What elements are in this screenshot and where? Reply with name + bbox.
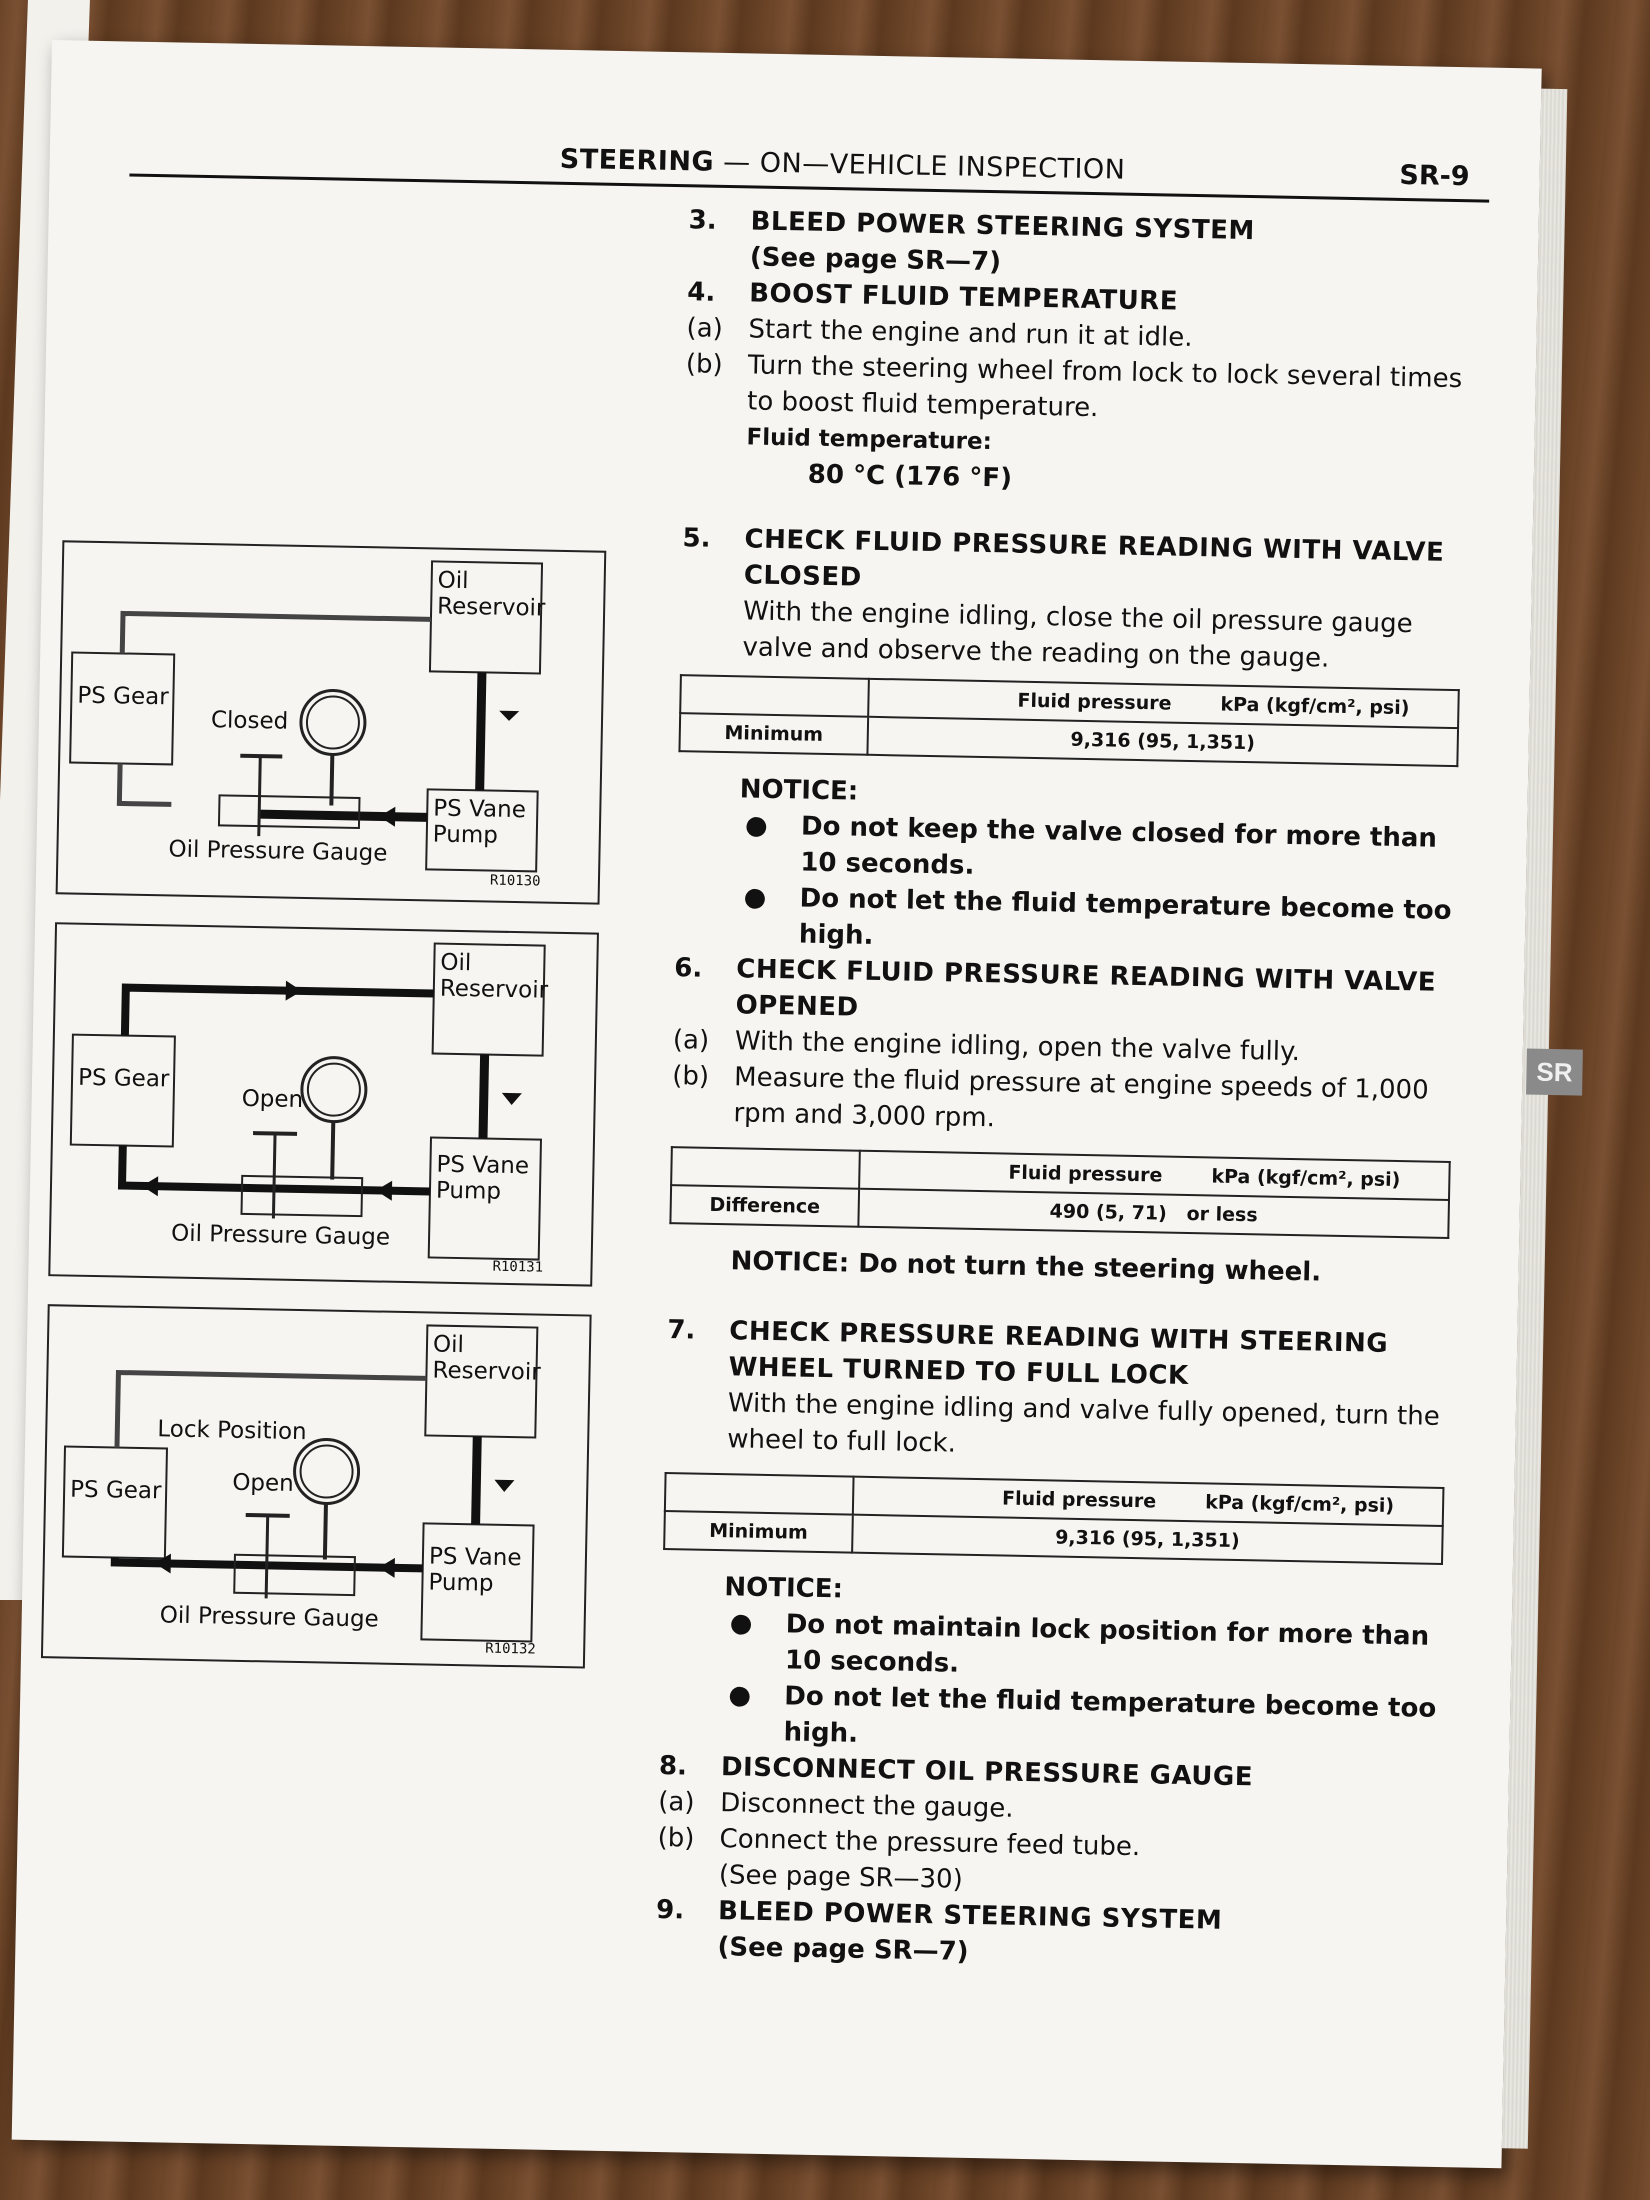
figure-code: R10130 bbox=[489, 872, 541, 890]
bullet-dot: ● bbox=[729, 1608, 753, 1639]
header-subtitle: ON—VEHICLE INSPECTION bbox=[759, 147, 1126, 186]
step-number: 3. bbox=[688, 205, 717, 236]
valve-state-label: Open bbox=[241, 1085, 304, 1114]
step-number: 9. bbox=[655, 1894, 685, 1926]
header-section: STEERING bbox=[559, 143, 715, 178]
manual-page: SR STEERING — ON—VEHICLE INSPECTION SR-9 bbox=[11, 40, 1583, 2169]
hydraulic-diagram-3 bbox=[61, 1324, 539, 1643]
valve-state-label: Closed bbox=[210, 707, 289, 735]
table-header-label: Fluid pressure bbox=[1008, 1161, 1163, 1187]
notice-text: NOTICE: Do not turn the steering wheel. bbox=[730, 1246, 1322, 1288]
step-text: With the engine idling, close the oil pr… bbox=[742, 596, 1413, 674]
table-row-label: Difference bbox=[670, 1185, 860, 1227]
bullet-text: Do not let the fluid temperature become … bbox=[798, 883, 1452, 951]
hydraulic-diagram-1 bbox=[69, 560, 544, 873]
step-5: 5. CHECK FLUID PRESSURE READING WITH VAL… bbox=[680, 520, 1483, 679]
figure-full-lock: Oil Reservoir Lock Position PS Gear Open… bbox=[40, 1304, 592, 1669]
substep-label: (b) bbox=[685, 349, 723, 380]
substep-text: Measure the fluid pressure at engine spe… bbox=[733, 1062, 1429, 1134]
spec-table: Fluid pressure kPa (kgf/cm², psi) Minimum… bbox=[663, 1472, 1444, 1565]
table-header-units: kPa (kgf/cm², psi) bbox=[1204, 1491, 1395, 1518]
oil-pressure-gauge-label: Oil Pressure Gauge bbox=[168, 836, 388, 867]
page-number: SR-9 bbox=[1399, 159, 1470, 193]
figure-code: R10132 bbox=[485, 1640, 536, 1658]
figures-column: Oil Reservoir PS Gear Closed PS Vane Pum… bbox=[40, 540, 622, 1697]
spec-table: Fluid pressure kPa (kgf/cm², psi) Differe… bbox=[669, 1146, 1450, 1239]
figure-valve-open: Oil Reservoir PS Gear Open PS Vane Pump … bbox=[48, 922, 599, 1287]
substep: (b) Turn the steering wheel from lock to… bbox=[685, 346, 1486, 433]
bullet-dot: ● bbox=[744, 810, 769, 841]
bullet-text: Do not let the fluid temperature become … bbox=[783, 1681, 1437, 1749]
substep-label: (a) bbox=[657, 1786, 695, 1818]
oil-reservoir-label: Oil Reservoir bbox=[436, 567, 546, 622]
step-number: 8. bbox=[658, 1750, 688, 1782]
step-text: With the engine idling and valve fully o… bbox=[726, 1388, 1441, 1459]
bullet-text: Do not maintain lock position for more t… bbox=[784, 1609, 1430, 1679]
oil-reservoir-label: Oil Reservoir bbox=[439, 949, 549, 1004]
header-dash: — bbox=[713, 146, 761, 179]
table-corner bbox=[680, 675, 869, 717]
step-number: 7. bbox=[667, 1315, 696, 1346]
oil-pressure-gauge-label: Oil Pressure Gauge bbox=[159, 1602, 379, 1633]
page-header: STEERING — ON—VEHICLE INSPECTION SR-9 bbox=[129, 128, 1490, 204]
table-header-label: Fluid pressure bbox=[1001, 1487, 1157, 1513]
figure-code: R10131 bbox=[492, 1258, 544, 1276]
substep-text: Turn the steering wheel from lock to loc… bbox=[746, 350, 1463, 424]
step-7: 7. CHECK PRESSURE READING WITH STEERING … bbox=[665, 1312, 1468, 1471]
table-corner bbox=[664, 1473, 854, 1515]
valve-state-label: Open bbox=[232, 1469, 295, 1497]
lock-position-label: Lock Position bbox=[157, 1416, 307, 1446]
substep-label: (a) bbox=[686, 313, 724, 344]
table-corner bbox=[671, 1147, 860, 1189]
table-header-units: kPa (kgf/cm², psi) bbox=[1211, 1165, 1401, 1192]
step-number: 4. bbox=[686, 277, 716, 308]
section-thumb-tab: SR bbox=[1526, 1048, 1583, 1096]
table-row-label: Minimum bbox=[664, 1511, 853, 1553]
hydraulic-diagram-2 bbox=[69, 942, 546, 1261]
ps-vane-pump-label: PS Vane Pump bbox=[435, 1151, 530, 1205]
substep-label: (a) bbox=[672, 1025, 710, 1056]
table-row-label: Minimum bbox=[679, 713, 869, 755]
ps-vane-pump-label: PS Vane Pump bbox=[428, 1543, 522, 1597]
ps-gear-label: PS Gear bbox=[69, 1476, 162, 1505]
table-header-units: kPa (kgf/cm², psi) bbox=[1220, 693, 1410, 720]
table-header-label: Fluid pressure bbox=[1017, 689, 1172, 715]
bullet-dot: ● bbox=[743, 882, 767, 913]
spec-table: Fluid pressure kPa (kgf/cm², psi) Minimum… bbox=[678, 674, 1459, 767]
ps-gear-label: PS Gear bbox=[77, 1064, 170, 1093]
oil-pressure-gauge-label: Oil Pressure Gauge bbox=[170, 1220, 391, 1251]
figure-valve-closed: Oil Reservoir PS Gear Closed PS Vane Pum… bbox=[55, 540, 607, 905]
header-title: STEERING — ON—VEHICLE INSPECTION bbox=[560, 144, 1126, 186]
step-number: 5. bbox=[682, 523, 711, 554]
bullet-text: Do not keep the valve closed for more th… bbox=[800, 811, 1438, 881]
ps-vane-pump-label: PS Vane Pump bbox=[432, 795, 527, 849]
ps-gear-label: PS Gear bbox=[77, 682, 169, 711]
procedure-text: 3. BLEED POWER STEERING SYSTEM (See page… bbox=[655, 202, 1489, 1979]
substep: (b) Measure the fluid pressure at engine… bbox=[671, 1058, 1472, 1145]
substep-label: (b) bbox=[657, 1822, 695, 1854]
substep-label: (b) bbox=[671, 1061, 710, 1092]
step-number: 6. bbox=[674, 953, 703, 984]
oil-reservoir-label: Oil Reservoir bbox=[432, 1331, 541, 1386]
step-9: 9. BLEED POWER STEERING SYSTEM (See page… bbox=[655, 1892, 1456, 1979]
bullet-dot: ● bbox=[728, 1680, 752, 1711]
